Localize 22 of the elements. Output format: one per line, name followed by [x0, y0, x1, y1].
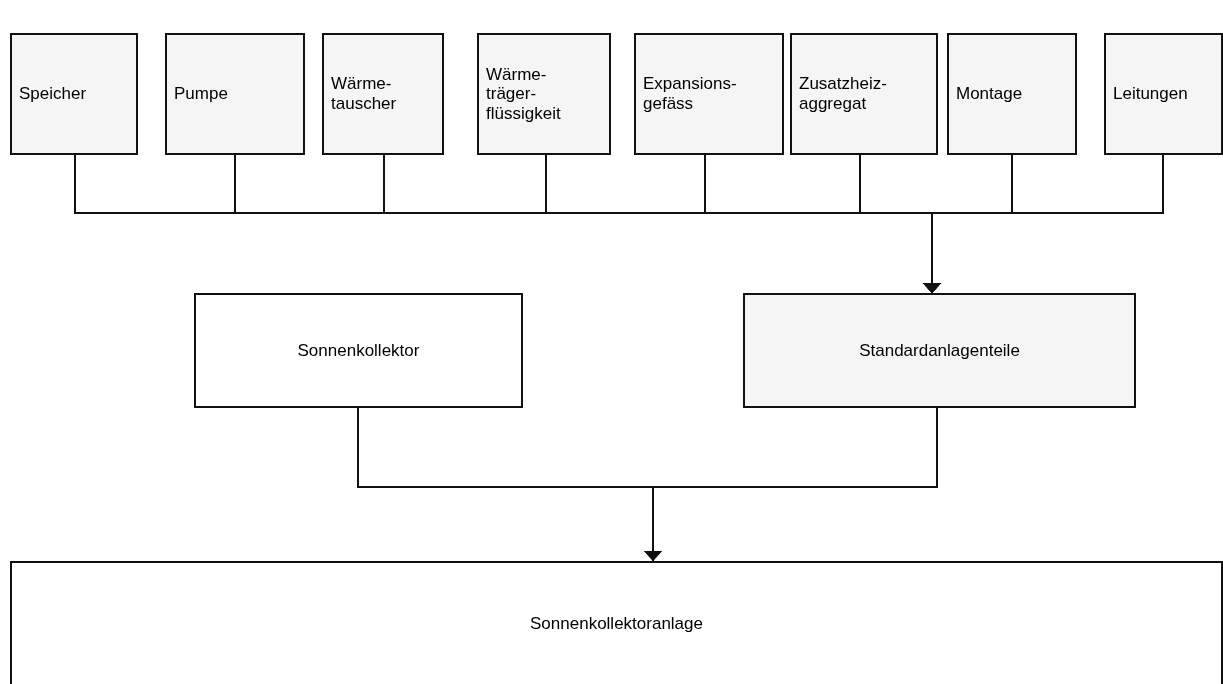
component-box [790, 33, 938, 155]
process-box [194, 293, 523, 408]
component-box [165, 33, 305, 155]
component-box [634, 33, 784, 155]
process-box [743, 293, 1136, 408]
node-label: Leitungen [1113, 84, 1188, 104]
node-label: Montage [956, 84, 1023, 104]
node-label: Wärme- tauscher [331, 74, 397, 114]
node-label: Speicher [19, 84, 87, 104]
node-label: Sonnenkollektoranlage [530, 613, 703, 634]
component-box [1104, 33, 1223, 155]
node-label: Standardanlagenteile [859, 340, 1020, 361]
node-label: Pumpe [174, 84, 228, 104]
component-box [947, 33, 1077, 155]
component-box [322, 33, 444, 155]
node-label: Expansions- gefäss [643, 74, 737, 114]
component-box [477, 33, 611, 155]
component-box [10, 33, 138, 155]
node-label: Sonnenkollektor [297, 340, 420, 361]
node-label: Wärme- träger- flüssigkeit [486, 64, 561, 124]
node-label: Zusatzheiz- aggregat [799, 74, 887, 114]
process-box [10, 561, 1223, 684]
